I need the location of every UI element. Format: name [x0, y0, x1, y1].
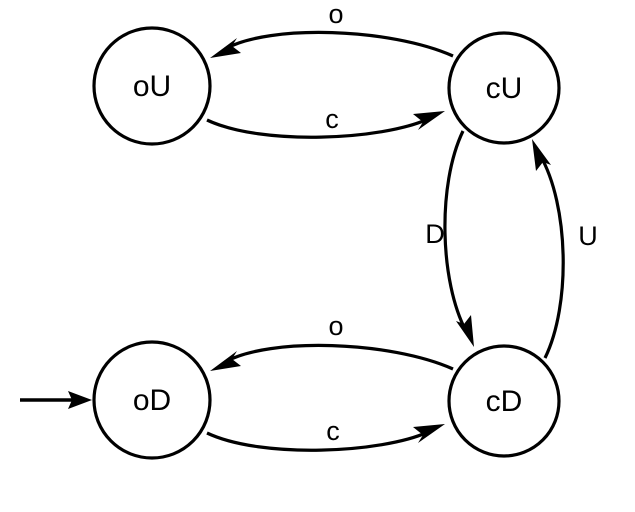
- transition-cD-to-oD-arrowhead-icon: [210, 351, 241, 371]
- transition-cD-to-cU[interactable]: U: [532, 139, 598, 359]
- state-cD-circle[interactable]: [447, 344, 561, 458]
- state-cU-label: cU: [486, 72, 523, 105]
- transition-cD-to-oD-path: [224, 343, 454, 371]
- transition-cU-to-cD-path: [443, 130, 468, 332]
- transition-cU-to-oU-label: o: [328, 0, 343, 29]
- state-node-oU[interactable]: oU: [92, 26, 212, 146]
- transition-oD-to-cD-label: c: [326, 416, 340, 446]
- transition-cD-to-cU-path: [538, 154, 565, 359]
- state-node-cU[interactable]: cU: [447, 31, 561, 145]
- initial-state-arrow: [20, 391, 92, 409]
- transition-oU-to-cU[interactable]: c: [206, 104, 445, 139]
- transition-cD-to-oD-label: o: [328, 311, 343, 341]
- transition-oU-to-cU-arrowhead-icon: [413, 111, 445, 130]
- transition-oD-to-cD-path: [206, 430, 429, 452]
- transition-cD-to-cU-arrowhead-icon: [532, 139, 551, 171]
- state-oU-circle[interactable]: [92, 26, 212, 146]
- transition-cU-to-oU[interactable]: o: [210, 0, 454, 58]
- transition-cU-to-oU-arrowhead-icon: [210, 38, 241, 58]
- transition-oD-to-cD[interactable]: c: [206, 416, 445, 452]
- state-oD-circle[interactable]: [92, 340, 212, 460]
- transition-cU-to-cD[interactable]: D: [425, 130, 474, 347]
- transition-oU-to-cU-path: [206, 117, 429, 139]
- state-cD-label: cD: [486, 385, 523, 418]
- transition-cD-to-oD[interactable]: o: [210, 311, 454, 371]
- state-cU-circle[interactable]: [447, 31, 561, 145]
- initial-arrow-head-icon: [68, 391, 92, 409]
- transition-cU-to-cD-label: D: [425, 219, 445, 249]
- transition-cD-to-cU-label: U: [578, 221, 598, 251]
- state-oU-label: oU: [133, 70, 171, 103]
- state-node-oD[interactable]: oD: [92, 340, 212, 460]
- transition-oD-to-cD-arrowhead-icon: [413, 424, 445, 443]
- transition-oU-to-cU-label: c: [325, 104, 339, 134]
- transition-cU-to-oU-path: [224, 30, 454, 58]
- transition-cU-to-cD-arrowhead-icon: [456, 315, 474, 347]
- state-node-cD[interactable]: cD: [447, 344, 561, 458]
- state-oD-label: oD: [133, 384, 171, 417]
